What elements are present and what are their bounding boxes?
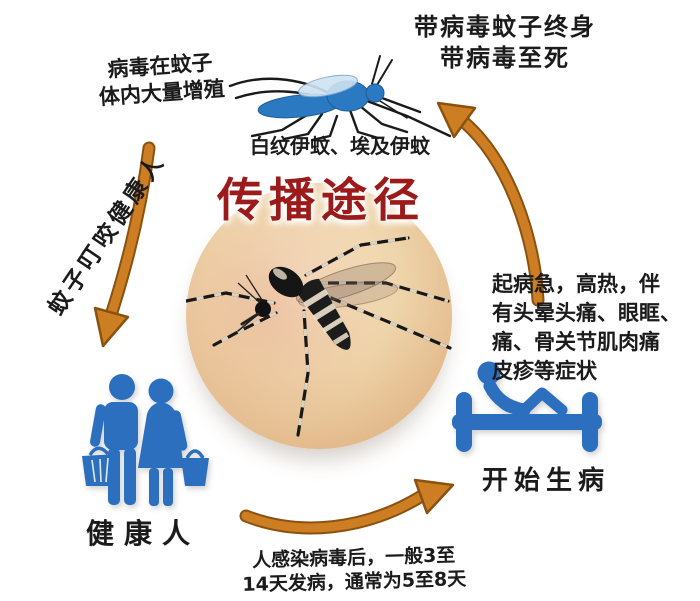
arrow-right-icon [239, 478, 455, 535]
healthy-couple-icon [82, 374, 209, 506]
person-in-bed-icon [452, 361, 602, 452]
mosquito-photo-circle [186, 183, 452, 449]
note-line: 14天发病，通常为5至8天 [242, 568, 467, 596]
note-line: 皮疹等症状 [492, 359, 597, 383]
mosquito-bites-label: 蚊子叮咬健康人 [43, 148, 171, 321]
gets-sick-label: 开始生病 [482, 466, 611, 496]
mosquito-species-label: 白纹伊蚊、埃及伊蚊 [250, 134, 430, 158]
infographic-title: 传播途径 [217, 173, 425, 227]
healthy-people-label: 健康人 [86, 517, 201, 550]
note-line: 痛、骨关节肌肉痛 [492, 330, 660, 354]
cartoon-mosquito-icon [228, 55, 452, 141]
incubation-period-note: 人感染病毒后，一般3至 14天发病，通常为5至8天 [227, 543, 480, 598]
note-line: 带病毒至死 [440, 44, 570, 73]
note-line: 有头晕头痛、眼眶、 [492, 301, 681, 325]
aedes-mosquito-photo [186, 236, 452, 437]
note-line: 带病毒蚊子终身 [414, 13, 596, 41]
note-line: 起病急，高热，伴 [492, 272, 660, 296]
virus-for-life-note: 带病毒蚊子终身 带病毒至死 [380, 12, 630, 74]
symptoms-note: 起病急，高热，伴 有头晕头痛、眼眶、 痛、骨关节肌肉痛 皮疹等症状 [492, 270, 700, 386]
